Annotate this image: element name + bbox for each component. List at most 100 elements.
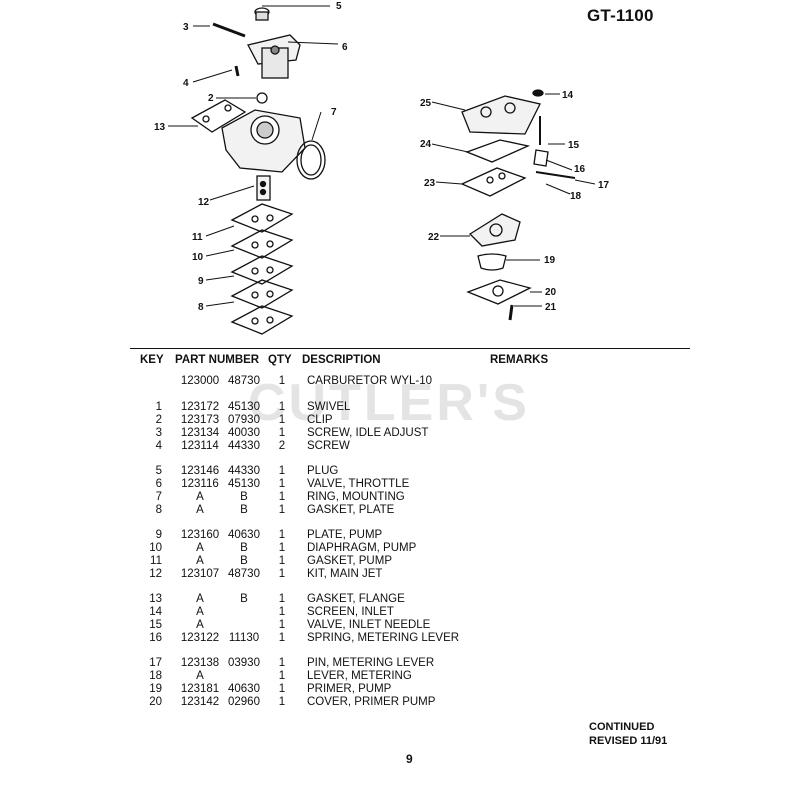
row-key: 19 — [149, 683, 162, 695]
row-part-suffix: 07930 — [228, 414, 260, 426]
row-key: 11 — [150, 555, 162, 567]
row-part-suffix: 02960 — [228, 696, 260, 708]
row-part-prefix: A — [196, 670, 204, 682]
row-part-suffix: 40630 — [228, 683, 260, 695]
table-top-rule — [130, 348, 690, 349]
row-part-suffix: 48730 — [228, 568, 260, 580]
callout-7: 7 — [331, 107, 337, 118]
row-key: 14 — [149, 606, 162, 618]
row-qty: 1 — [278, 683, 286, 695]
row-qty: 1 — [278, 568, 286, 580]
row-part-prefix: 123114 — [181, 440, 219, 452]
callout-18: 18 — [570, 191, 582, 202]
callout-leaders — [168, 5, 596, 307]
column-header-description: DESCRIPTION — [302, 354, 381, 366]
row-part-prefix: A — [196, 542, 204, 554]
callout-5: 5 — [336, 1, 342, 12]
row-key: 15 — [149, 619, 162, 631]
row-key: 1 — [155, 401, 162, 413]
row-key: 17 — [149, 657, 162, 669]
row-description: DIAPHRAGM, PUMP — [307, 542, 417, 554]
row-description: SCREW — [307, 440, 350, 452]
row-qty: 1 — [278, 593, 286, 605]
row-description: GASKET, FLANGE — [307, 593, 405, 605]
row-description: SCREW, IDLE ADJUST — [307, 427, 429, 439]
row-key: 5 — [155, 465, 162, 477]
row-part-suffix: B — [240, 542, 248, 554]
callout-19: 19 — [544, 255, 556, 266]
row-part-prefix: 123181 — [180, 683, 220, 695]
metering-section-drawing — [460, 89, 576, 321]
row-key: 9 — [155, 529, 162, 541]
row-description: PLUG — [307, 465, 339, 477]
row-part-prefix: 123172 — [180, 401, 220, 413]
row-qty: 1 — [278, 619, 286, 631]
row-description: KIT, MAIN JET — [307, 568, 383, 580]
row-part-prefix: 123138 — [180, 657, 220, 669]
row-qty: 1 — [278, 542, 286, 554]
row-part-prefix: 123142 — [180, 696, 220, 708]
callout-23: 23 — [424, 178, 436, 189]
row-description: GASKET, PUMP — [307, 555, 392, 567]
row-qty: 1 — [278, 606, 286, 618]
callout-14: 14 — [562, 90, 574, 101]
callout-15: 15 — [568, 140, 580, 151]
column-header-part-number: PART NUMBER — [175, 354, 260, 366]
row-part-suffix: B — [240, 555, 248, 567]
continued-note: CONTINUED — [589, 721, 655, 733]
callout-9: 9 — [198, 276, 204, 287]
callout-8: 8 — [198, 302, 204, 313]
row-part-suffix: 44330 — [228, 440, 260, 452]
callout-20: 20 — [545, 287, 557, 298]
row-part-prefix: A — [196, 491, 204, 503]
callout-25: 25 — [420, 98, 432, 109]
row-description: PLATE, PUMP — [307, 529, 383, 541]
row-description: SWIVEL — [307, 401, 351, 413]
row-description: SCREEN, INLET — [307, 606, 394, 618]
column-header-key: KEY — [140, 354, 164, 366]
row-part-suffix: 45130 — [228, 478, 260, 490]
row-key: 8 — [155, 504, 162, 516]
row-qty: 1 — [278, 401, 286, 413]
row-part-suffix: 03930 — [228, 657, 260, 669]
revision-date: REVISED 11/91 — [589, 735, 668, 747]
row-part-prefix: 123116 — [181, 478, 219, 490]
model-title: GT-1100 — [587, 6, 654, 25]
row-description: LEVER, METERING — [307, 670, 412, 682]
row-qty: 1 — [278, 529, 286, 541]
row-key: 4 — [155, 440, 162, 452]
callout-3: 3 — [183, 22, 189, 33]
row-part-prefix: 123146 — [180, 465, 220, 477]
row-part-suffix: 40630 — [228, 529, 260, 541]
page-number: 9 — [406, 752, 413, 766]
callout-11: 11 — [192, 232, 203, 243]
row-part-suffix: 48730 — [228, 375, 260, 387]
row-key: 12 — [149, 568, 162, 580]
row-part-prefix: 123107 — [180, 568, 220, 580]
row-description: RING, MOUNTING — [307, 491, 405, 503]
exploded-parts-diagram: 5 3 6 4 2 13 7 12 11 10 9 8 14 25 15 24 … — [154, 1, 610, 335]
row-part-suffix: 44330 — [228, 465, 260, 477]
callout-17: 17 — [598, 180, 610, 191]
row-part-suffix: B — [240, 491, 248, 503]
row-part-prefix: A — [196, 593, 204, 605]
callout-16: 16 — [574, 164, 586, 175]
row-description: COVER, PRIMER PUMP — [307, 696, 436, 708]
row-key: 20 — [149, 696, 162, 708]
row-qty: 1 — [278, 657, 286, 669]
row-description: GASKET, PLATE — [307, 504, 395, 516]
